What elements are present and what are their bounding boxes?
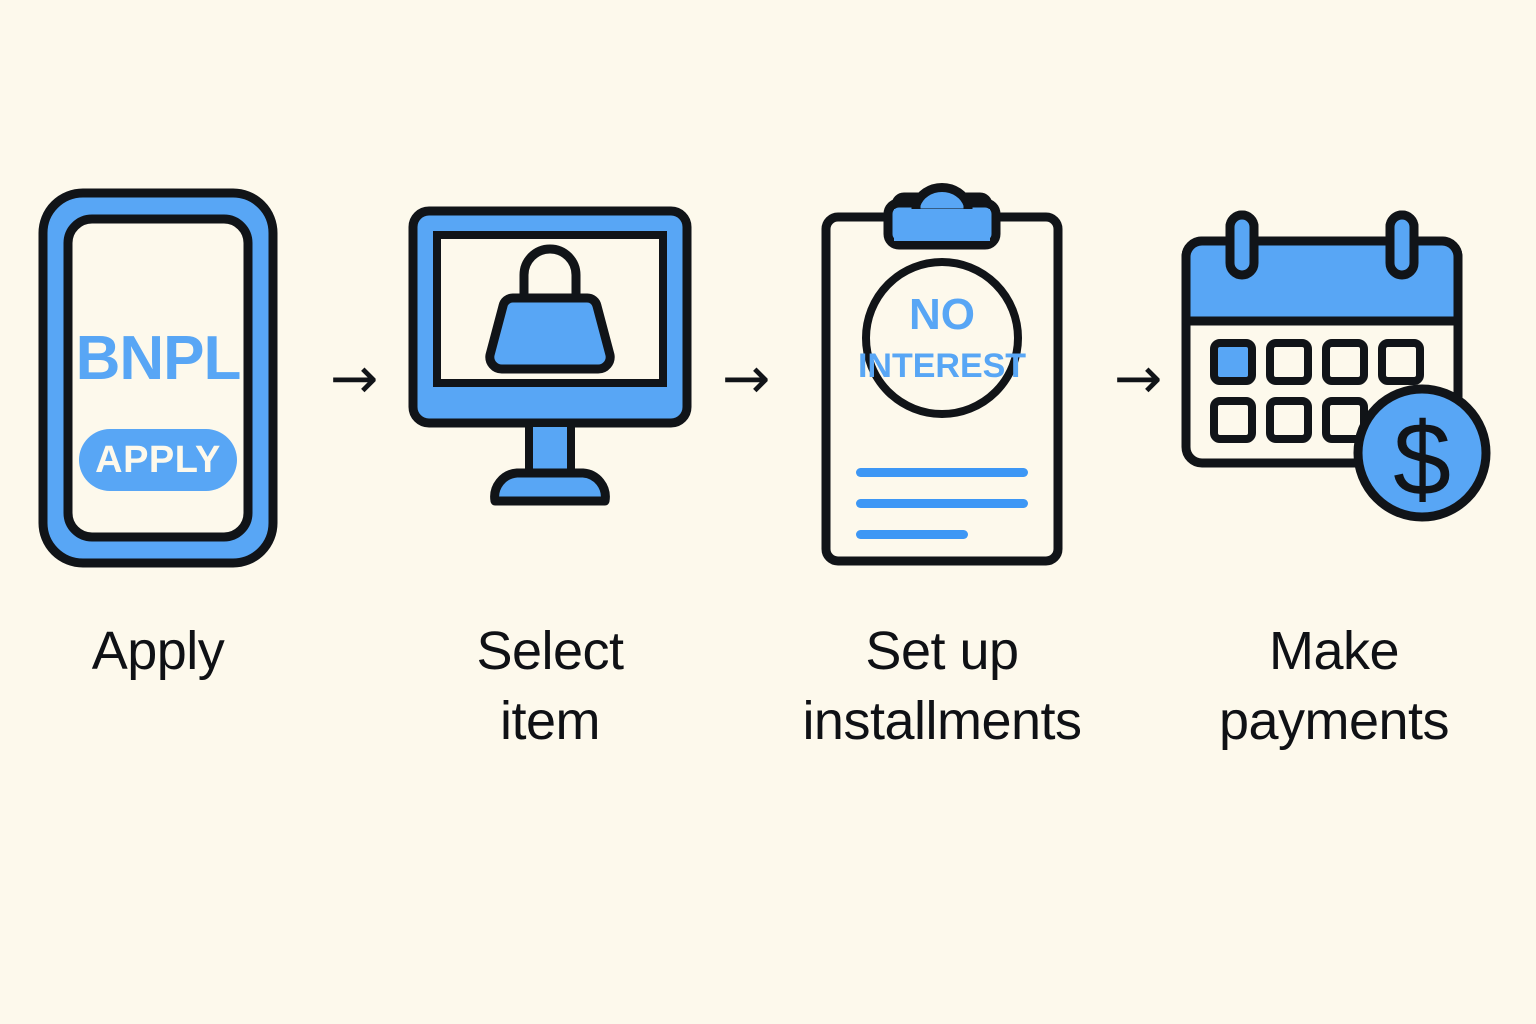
step-select-item: Select item [400, 178, 700, 756]
clipboard-board [821, 212, 1063, 566]
step-select-item-icon-area [405, 178, 695, 578]
phone-screen-brand-text: BNPL [76, 324, 241, 393]
calendar-day-cell[interactable] [1210, 397, 1256, 443]
calendar-ring-right-overlay [1385, 210, 1419, 280]
monitor-stand-base [490, 468, 610, 506]
smartphone-icon: BNPL APPLY [38, 188, 278, 568]
step-apply: BNPL APPLY Apply [8, 178, 308, 686]
step-apply-icon-area: BNPL APPLY [33, 178, 283, 578]
handbag-handle [519, 244, 581, 315]
no-interest-stamp-circle [862, 258, 1022, 418]
monitor-stand-neck [525, 419, 575, 477]
right-arrow-icon-1: → [329, 344, 379, 412]
clipboard-clip-top-bump [911, 183, 973, 218]
calendar-day-cell[interactable] [1266, 397, 1312, 443]
no-interest-line-1: NO [909, 290, 975, 339]
calendar-day-cell[interactable] [1378, 339, 1424, 385]
dollar-coin [1353, 384, 1491, 522]
apply-button[interactable] [79, 429, 237, 491]
step-set-up-installments: NO INTEREST Set up installments [792, 178, 1092, 756]
document-line-3 [856, 530, 968, 539]
calendar-day-cell-highlighted[interactable] [1210, 339, 1256, 385]
no-interest-line-2: INTEREST [858, 347, 1026, 385]
document-line-1 [856, 468, 1028, 477]
calendar-ring-left-overlay [1225, 210, 1259, 280]
clipboard-clip-fill [894, 209, 990, 241]
step-make-payments: $ Make payments [1181, 178, 1491, 756]
calendar-day-cell[interactable] [1322, 339, 1368, 385]
dollar-sign-icon: $ [1393, 402, 1451, 518]
document-line-2 [856, 499, 1028, 508]
right-arrow-icon-3: → [1113, 344, 1163, 412]
process-flow: BNPL APPLY Apply → [0, 178, 1536, 798]
step-make-payments-icon-area: $ [1174, 178, 1494, 578]
step-select-item-label: Select item [476, 621, 624, 752]
right-arrow-icon-2: → [721, 344, 771, 412]
step-set-up-installments-label: Set up installments [802, 621, 1082, 752]
step-set-up-installments-icon-area: NO INTEREST [812, 178, 1072, 578]
step-make-payments-label: Make payments [1218, 621, 1450, 752]
clipboard-icon: NO INTEREST [821, 183, 1063, 566]
handbag-body [485, 293, 615, 374]
apply-button-label: APPLY [95, 439, 221, 481]
calendar-day-cell[interactable] [1266, 339, 1312, 385]
calendar-icon: $ [1181, 210, 1491, 522]
desktop-monitor-icon [408, 206, 692, 506]
step-apply-label: Apply [91, 621, 225, 681]
